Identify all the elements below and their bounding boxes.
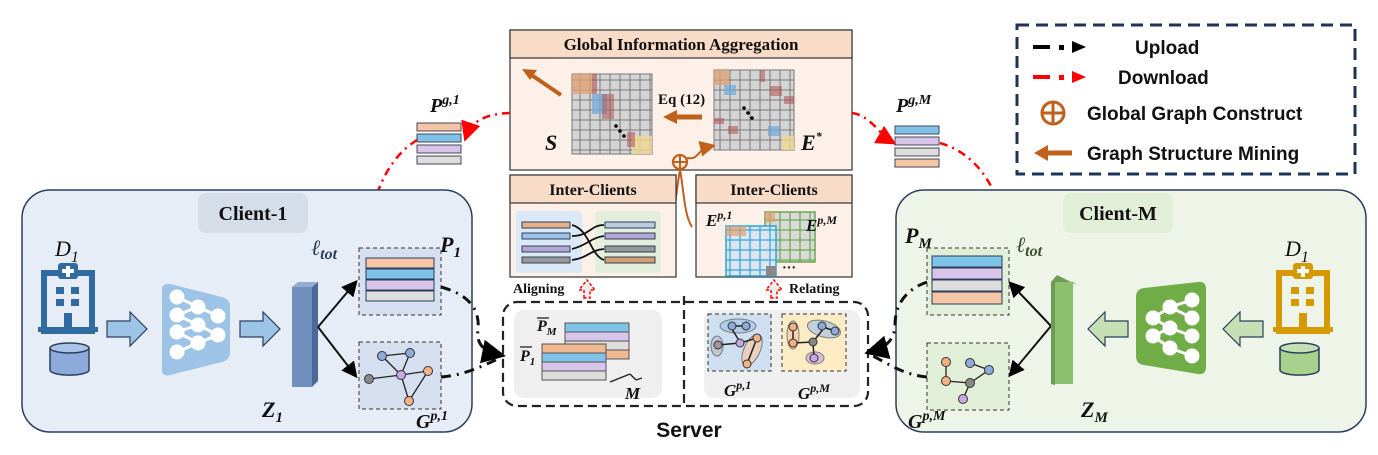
relating-to-construct-curve xyxy=(679,169,693,228)
database-icon xyxy=(1279,342,1320,376)
legend-graph-mining: Graph Structure Mining xyxy=(1034,144,1299,165)
right-arrow-icon xyxy=(239,310,281,348)
ep1-label: Ep,1 xyxy=(705,208,732,230)
server-prototype-stack-1 xyxy=(541,343,607,381)
embedding-bar-zm xyxy=(1051,275,1077,385)
matrix-e-label: E* xyxy=(800,129,823,155)
left-arrow-icon xyxy=(1087,310,1129,348)
server-label: Server xyxy=(656,419,721,442)
server-m-label: M xyxy=(624,384,641,403)
inter-clients-relating-panel: Inter-Clients Ep,1 Ep,M ··· xyxy=(695,174,853,278)
download-arrow-to-pgm xyxy=(851,111,897,145)
epm-label: Ep,M xyxy=(805,213,837,235)
client-1-p-label: P1 xyxy=(439,232,461,261)
eq-label: Eq (12) xyxy=(658,92,705,108)
download-arrow-to-pg1 xyxy=(461,111,511,142)
hospital-icon xyxy=(38,263,98,334)
aligning-panel-title: Inter-Clients xyxy=(549,182,636,199)
relating-panel-title: Inter-Clients xyxy=(730,182,817,199)
embedding-bar-z1 xyxy=(292,282,318,387)
global-prototype-pgm: Pg,M xyxy=(894,93,940,168)
server-box: M PM P1 xyxy=(501,296,870,408)
server-gm-label: Gp,M xyxy=(798,381,830,403)
legend-global-graph: Global Graph Construct xyxy=(1040,100,1303,126)
client-m-local-prototypes xyxy=(926,247,1010,316)
global-prototype-pg1: Pg,1 xyxy=(416,93,462,165)
client-m-z-label: ZM xyxy=(1080,397,1108,426)
matrix-ep-1 xyxy=(725,225,777,277)
aligning-caption: Aligning xyxy=(513,282,564,297)
server-graph-pm xyxy=(781,313,847,372)
left-arrow-icon xyxy=(1222,310,1264,348)
orange-left-arrow-icon xyxy=(1034,145,1072,161)
client-1-loss-label: ℓtot xyxy=(311,235,338,263)
inter-clients-aligning-panel: Inter-Clients xyxy=(509,174,677,278)
server-g1-label: Gp,1 xyxy=(724,378,751,400)
circled-plus-icon xyxy=(1040,100,1066,126)
upload-arrow-graph-client1 xyxy=(440,356,501,379)
matrix-s-label: S xyxy=(545,130,557,155)
branch-arrow-to-graph xyxy=(1008,325,1052,378)
left-prototype-bars xyxy=(521,221,571,264)
global-graph-construct-icon xyxy=(671,140,716,171)
pg1-label: Pg,1 xyxy=(429,93,460,117)
eq-arrow-icon xyxy=(663,110,702,124)
right-prototype-bars xyxy=(604,221,656,264)
client-1-data-label: D1 xyxy=(54,236,79,266)
alignment-arrows xyxy=(571,224,605,261)
client-1-z-label: Z1 xyxy=(261,397,283,426)
legend-download-label: Download xyxy=(1118,68,1209,89)
client-m-panel: Client-M PM ℓtot Gp,M xyxy=(895,189,1367,433)
global-panel-title: Global Information Aggregation xyxy=(564,35,799,54)
orange-mining-arrow-icon xyxy=(522,69,563,97)
client-m-loss-label: ℓtot xyxy=(1016,232,1043,260)
legend: Upload Download Global Graph Construct G… xyxy=(1015,23,1357,176)
legend-download: Download xyxy=(1033,68,1209,89)
aligning-up-arrow-icon xyxy=(577,278,597,299)
upload-arrow-graph-clientm xyxy=(872,354,928,379)
legend-graph-mining-label: Graph Structure Mining xyxy=(1087,144,1299,165)
server-graph-p1 xyxy=(707,313,772,372)
branch-arrow-to-prototype xyxy=(1008,281,1052,327)
client-1-panel: Client-1 D1 xyxy=(21,189,473,433)
legend-upload-label: Upload xyxy=(1135,38,1199,59)
matrix-ellipsis: ··· xyxy=(782,261,796,276)
encoder-network-icon xyxy=(162,283,230,376)
server-pm-label: PM xyxy=(536,318,558,338)
server-p1-label: P1 xyxy=(519,348,535,368)
client-m-title: Client-M xyxy=(1079,203,1157,225)
encoder-network-icon xyxy=(1136,281,1206,375)
client-1-local-prototypes xyxy=(358,247,442,316)
similarity-matrix-s xyxy=(571,73,653,155)
download-arrow-to-clientm xyxy=(939,141,1019,255)
branch-arrow-to-prototype xyxy=(317,279,358,328)
global-aggregation-panel: Global Information Aggregation S Eq (12) xyxy=(509,29,853,171)
legend-upload: Upload xyxy=(1033,38,1199,59)
database-icon xyxy=(49,342,90,376)
client-1-local-graph xyxy=(358,341,442,410)
m-brace xyxy=(609,373,643,383)
client-m-data-label: D1 xyxy=(1284,236,1309,266)
client-m-local-graph xyxy=(926,342,1010,411)
global-matrix-e-star xyxy=(713,69,795,151)
hospital-icon xyxy=(1273,263,1333,334)
legend-global-graph-label: Global Graph Construct xyxy=(1087,104,1303,125)
pgm-label: Pg,M xyxy=(895,93,932,117)
relating-caption: Relating xyxy=(789,282,840,297)
client-1-title: Client-1 xyxy=(219,203,288,225)
right-arrow-icon xyxy=(106,310,148,348)
client-m-g-label: Gp,M xyxy=(908,409,946,433)
client-1-g-label: Gp,1 xyxy=(416,409,448,433)
branch-arrow-to-graph xyxy=(317,326,358,379)
upload-arrow-prototype-clientm xyxy=(864,280,928,359)
relating-up-arrow-icon xyxy=(764,278,784,299)
